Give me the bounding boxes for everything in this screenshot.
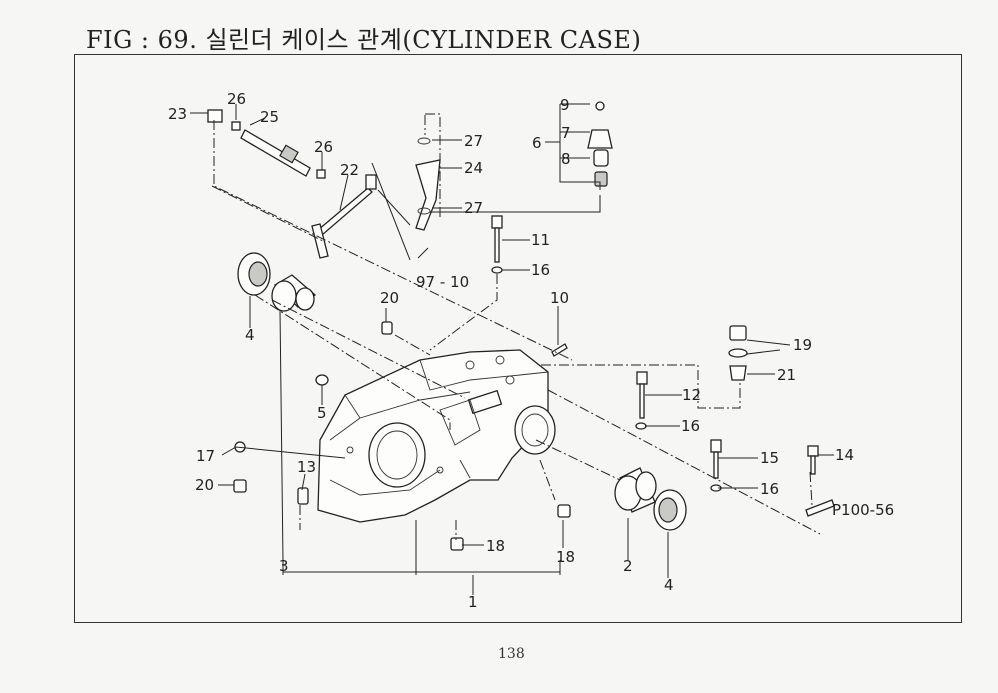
callout-18-right: 18	[556, 548, 575, 566]
callout-labels: 1 2 3 4 4 5 6 7 8 9 10 11 12 13 14 15 16…	[168, 90, 894, 611]
callout-24: 24	[464, 159, 483, 177]
callout-26-lower: 26	[314, 138, 333, 156]
bolts	[491, 215, 819, 479]
callout-13: 13	[297, 458, 316, 476]
callout-ref-p100-56: P100-56	[832, 501, 894, 519]
shaft-part	[240, 129, 311, 177]
bushing-lower	[614, 467, 657, 513]
oil-seal-upper	[237, 252, 271, 296]
callout-12: 12	[682, 386, 701, 404]
plug-5	[315, 374, 329, 386]
callout-4-upper: 4	[245, 326, 255, 344]
callout-11: 11	[531, 231, 550, 249]
plug-18-right	[557, 504, 571, 518]
callout-22: 22	[340, 161, 359, 179]
washer-b	[635, 422, 647, 430]
pin-part-upper	[231, 121, 241, 131]
callout-5: 5	[317, 404, 327, 422]
callout-16-lower: 16	[760, 480, 779, 498]
oil-seal-lower	[653, 489, 687, 531]
callout-3: 3	[279, 557, 289, 575]
plug-20-lower	[233, 479, 247, 493]
valve-stack	[587, 101, 613, 187]
callout-27-lower: 27	[464, 199, 483, 217]
callout-25: 25	[260, 108, 279, 126]
callout-7: 7	[561, 124, 571, 142]
callout-14: 14	[835, 446, 854, 464]
callout-20-upper: 20	[380, 289, 399, 307]
page-number: 138	[498, 646, 525, 662]
callout-20-lower: 20	[195, 476, 214, 494]
pin-part-lower	[316, 169, 326, 179]
callout-4-lower: 4	[664, 576, 674, 594]
callout-21: 21	[777, 366, 796, 384]
callout-27-upper: 27	[464, 132, 483, 150]
figure-title: FIG : 69. 실린더 케이스 관계(CYLINDER CASE)	[86, 26, 642, 54]
lever-part	[311, 174, 377, 259]
callout-23: 23	[168, 105, 187, 123]
pin-ref	[805, 499, 835, 517]
callout-16-middle: 16	[681, 417, 700, 435]
nipple-13	[297, 487, 309, 505]
callout-6: 6	[532, 134, 542, 152]
callout-26-upper: 26	[227, 90, 246, 108]
callout-ref-97-10: 97 - 10	[416, 273, 469, 291]
callout-17: 17	[196, 447, 215, 465]
callout-2: 2	[623, 557, 633, 575]
bracket-part	[415, 137, 441, 231]
diagram-frame	[74, 54, 962, 623]
callout-8: 8	[561, 150, 571, 168]
bushing-upper	[271, 274, 317, 312]
plug-20-upper	[381, 321, 393, 335]
callout-1: 1	[468, 593, 478, 611]
callout-10: 10	[550, 289, 569, 307]
callout-19: 19	[793, 336, 812, 354]
fitting-part	[207, 109, 223, 123]
cylinder-case-body	[317, 349, 556, 523]
callout-9: 9	[560, 96, 570, 114]
callout-15: 15	[760, 449, 779, 467]
callout-18-lower: 18	[486, 537, 505, 555]
plug-parts	[728, 325, 748, 381]
washer-a	[491, 266, 503, 274]
leader-lines	[190, 103, 834, 595]
callout-16-upper: 16	[531, 261, 550, 279]
plug-18-lower	[450, 537, 464, 551]
